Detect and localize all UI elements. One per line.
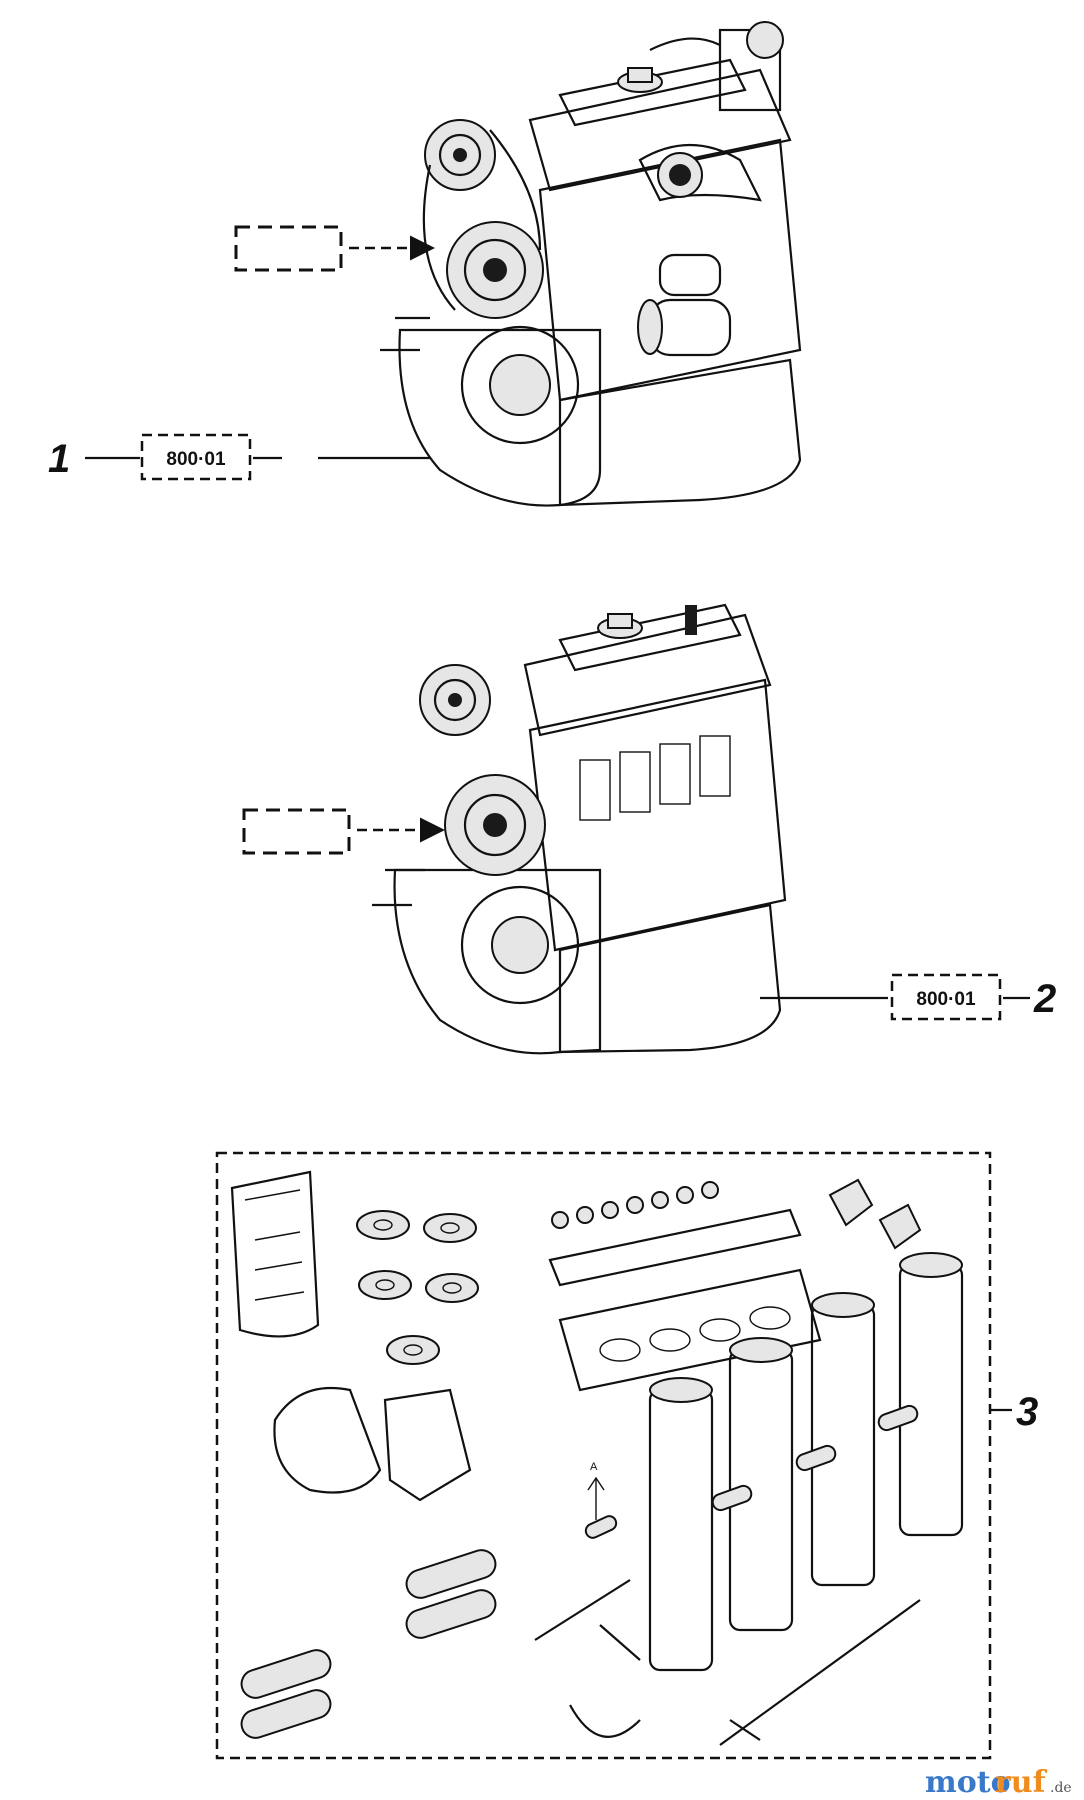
oval-gaskets [240,1549,497,1739]
overhaul-kit-illustration: A [215,1151,992,1760]
callout-2-ref: 800·01 [916,989,976,1010]
callout-1: 1 800·01 [48,433,430,481]
watermark-part-a: moto [925,1765,1011,1800]
watermark-suffix: .de [1050,1780,1072,1796]
watermark-logo: moto ruf .de [925,1765,1072,1800]
piston-liner-set [584,1252,964,1672]
callout-2-ref-box [890,973,1002,1021]
accessory-placeholder-2 [242,808,445,855]
callout-3: 3 [990,1390,1038,1434]
callout-1-ref-box [140,433,252,481]
callout-1-number: 1 [48,437,70,481]
kit-arrow-letter: A [590,1461,598,1473]
small-gaskets [356,1210,479,1365]
kit-boundary-box [215,1151,992,1760]
engine-assembly-1-illustration [380,21,802,507]
callout-2: 800·01 2 [760,973,1056,1021]
watermark-part-b: ruf [995,1765,1048,1800]
callout-1-ref: 800·01 [166,449,226,470]
valve-seals [551,1181,719,1229]
callout-3-number: 3 [1016,1390,1038,1434]
callout-2-number: 2 [1033,977,1056,1021]
accessory-placeholder-1 [234,225,435,272]
engine-assembly-2-illustration [372,603,787,1055]
